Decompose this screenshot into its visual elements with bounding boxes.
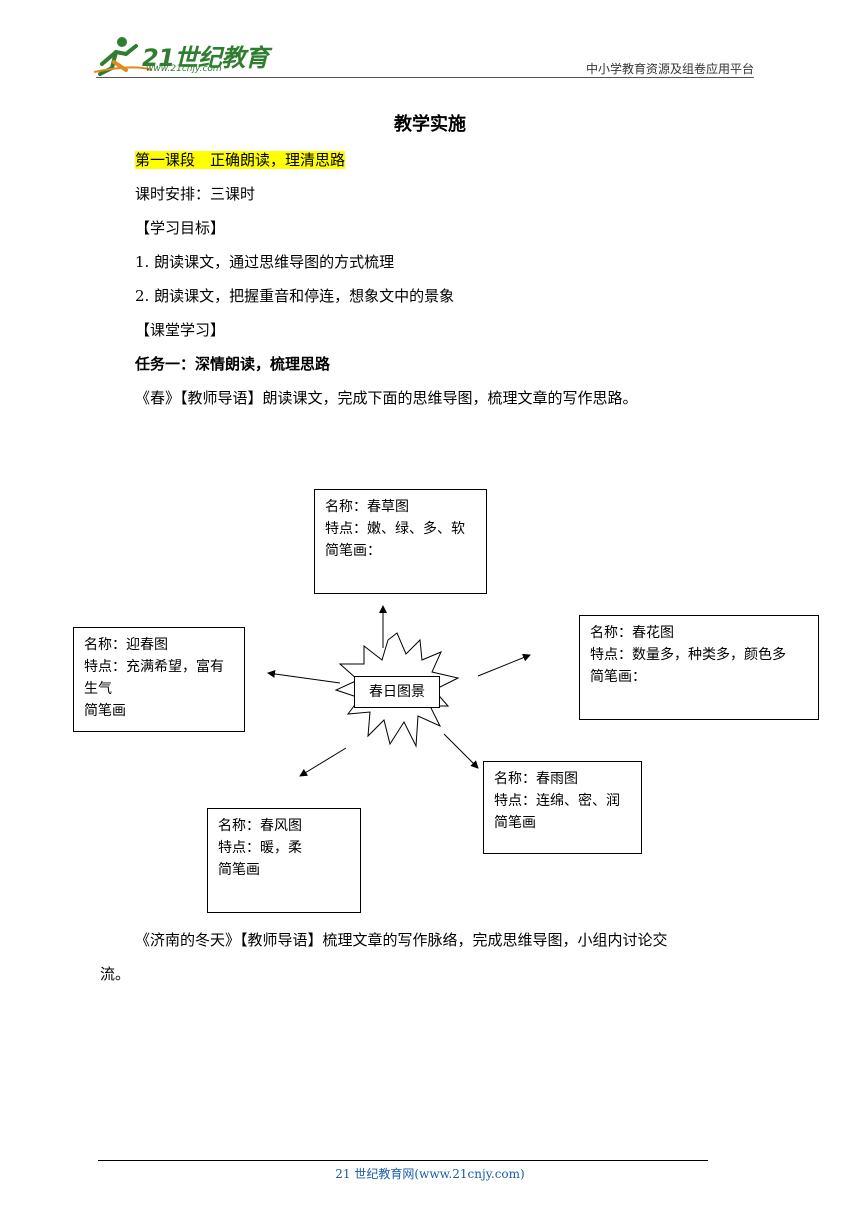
footer-divider bbox=[98, 1160, 708, 1161]
box-name: 名称：春草图 bbox=[325, 499, 409, 515]
goal-item: 2. 朗读课文，把握重音和停连，想象文中的景象 bbox=[135, 287, 455, 305]
box-sketch: 简笔画： bbox=[325, 543, 381, 559]
footer-link[interactable]: 21 世纪教育网(www.21cnjy.com) bbox=[335, 1167, 525, 1181]
class-heading: 【课堂学习】 bbox=[135, 321, 226, 339]
section-heading: 第一课段 正确朗读，理清思路 bbox=[135, 150, 346, 170]
goals-heading: 【学习目标】 bbox=[135, 219, 226, 237]
box-name: 名称：春风图 bbox=[218, 818, 302, 834]
box-feature: 特点：充满希望，富有 bbox=[84, 659, 224, 675]
header-divider bbox=[96, 77, 754, 78]
box-sketch: 简笔画 bbox=[84, 703, 126, 719]
page-title: 教学实施 bbox=[394, 114, 466, 135]
box-name: 名称：春雨图 bbox=[494, 771, 578, 787]
arrow-down-left bbox=[299, 747, 347, 777]
box-sketch: 简笔画： bbox=[590, 669, 646, 685]
logo-url: www.21cnjy.com bbox=[146, 64, 222, 74]
logo-text: 21世纪教育 bbox=[142, 44, 269, 72]
box-name: 名称：迎春图 bbox=[84, 637, 168, 653]
logo-runner-icon bbox=[93, 37, 153, 76]
arrow-right bbox=[477, 653, 531, 677]
box-spring-grass: 名称：春草图 特点：嫩、绿、多、软 简笔画： bbox=[314, 489, 487, 594]
box-feature-cont: 生气 bbox=[84, 681, 112, 697]
box-welcome-spring: 名称：迎春图 特点：充满希望，富有 生气 简笔画 bbox=[73, 627, 245, 732]
box-feature: 特点：嫩、绿、多、软 bbox=[325, 521, 465, 537]
jinan-guide-text: 《济南的冬天》【教师导语】梳理文章的写作脉络，完成思维导图，小组内讨论交 bbox=[135, 931, 668, 949]
header-platform-text: 中小学教育资源及组卷应用平台 bbox=[585, 62, 754, 76]
box-name: 名称：春花图 bbox=[590, 625, 674, 641]
box-sketch: 简笔画 bbox=[494, 815, 536, 831]
goal-item: 1. 朗读课文，通过思维导图的方式梳理 bbox=[135, 253, 395, 271]
box-feature: 特点：连绵、密、润 bbox=[494, 793, 620, 809]
box-feature: 特点：数量多，种类多，颜色多 bbox=[590, 647, 786, 663]
box-spring-wind: 名称：春风图 特点：暖，柔 简笔画 bbox=[207, 808, 361, 913]
arrow-left bbox=[267, 670, 341, 684]
box-spring-flower: 名称：春花图 特点：数量多，种类多，颜色多 简笔画： bbox=[579, 615, 819, 720]
box-feature: 特点：暖，柔 bbox=[218, 840, 302, 856]
arrow-down-right bbox=[443, 733, 479, 769]
box-sketch: 简笔画 bbox=[218, 862, 260, 878]
mindmap-center: 春日图景 bbox=[354, 676, 440, 708]
jinan-guide-text-cont: 流。 bbox=[100, 965, 131, 983]
task-heading: 任务一：深情朗读，梳理思路 bbox=[135, 355, 331, 373]
section-heading-text: 第一课段 正确朗读，理清思路 bbox=[135, 151, 346, 169]
spring-guide-text: 《春》【教师导语】朗读课文，完成下面的思维导图，梳理文章的写作思路。 bbox=[135, 389, 638, 407]
schedule-text: 课时安排：三课时 bbox=[135, 185, 256, 203]
box-spring-rain: 名称：春雨图 特点：连绵、密、润 简笔画 bbox=[483, 761, 642, 854]
